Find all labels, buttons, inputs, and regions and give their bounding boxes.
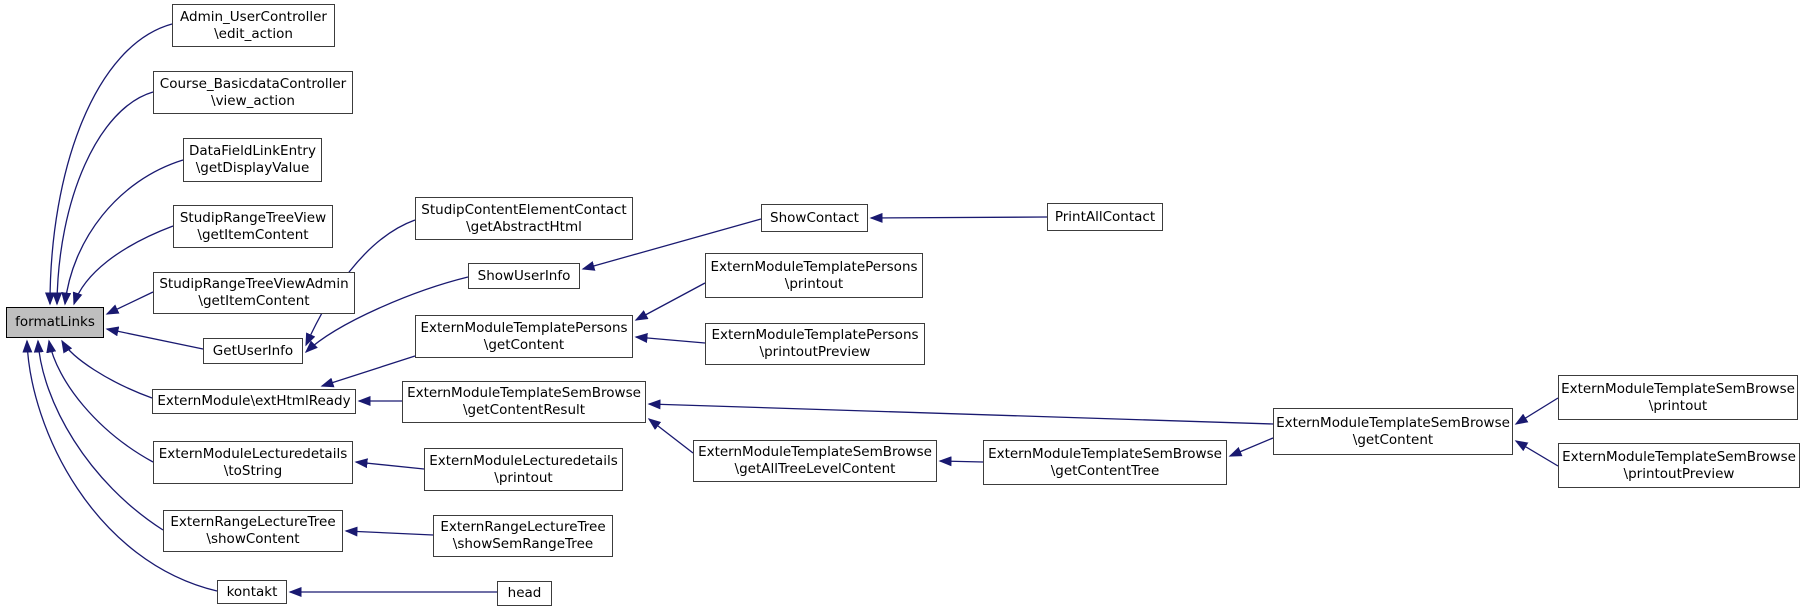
node-label: \getContentResult <box>462 402 586 418</box>
edge-getuserinfo-to-formatlinks <box>105 326 204 350</box>
node-sembrowse-getcontent[interactable]: ExternModuleTemplateSemBrowse\getContent <box>1273 408 1513 455</box>
node-label: \showContent <box>206 531 300 547</box>
node-label: ExternModuleTemplateSemBrowse <box>407 385 641 401</box>
edge-rangetreeviewadmin-getitemcontent-to-formatlinks <box>105 291 154 315</box>
edge-rangelecturetree-showcontent-to-formatlinks <box>33 339 164 531</box>
edge-sembrowse-getcontent-to-sembrowse-getcontentresult <box>647 399 1274 425</box>
node-label: ShowContact <box>770 209 859 226</box>
node-label: ShowUserInfo <box>477 267 571 284</box>
node-label: ExternModuleTemplateSemBrowse <box>988 445 1222 462</box>
node-label: \printout <box>784 275 844 292</box>
node-label: \getItemContent <box>198 293 310 309</box>
node-label: ExternRangeLectureTree <box>440 519 606 535</box>
node-persons-printout[interactable]: ExternModuleTemplatePersons\printout <box>705 253 923 298</box>
node-rangetreeview-getitemcontent[interactable]: StudipRangeTreeView\getItemContent <box>173 205 333 248</box>
node-getuserinfo[interactable]: GetUserInfo <box>203 338 303 364</box>
node-label: \toString <box>223 462 283 479</box>
node-label: \getItemContent <box>197 226 309 243</box>
node-label: \getAllTreeLevelContent <box>734 461 896 477</box>
node-label: \printout <box>1648 397 1708 414</box>
node-label: StudipContentElementContact <box>421 201 627 218</box>
node-label: ExternModule\extHtmlReady <box>157 393 351 409</box>
edge-sembrowse-getalltreelevelcontent-to-sembrowse-getcontentresult <box>647 418 694 454</box>
node-label: PrintAllContact <box>1054 208 1156 225</box>
node-kontakt[interactable]: kontakt <box>217 580 287 604</box>
node-sembrowse-printout[interactable]: ExternModuleTemplateSemBrowse\printout <box>1558 375 1798 420</box>
node-label: formatLinks <box>15 314 95 330</box>
node-label: ExternModuleLecturedetails <box>158 445 348 462</box>
node-label: \getAbstractHtml <box>466 218 582 235</box>
node-label: Course_BasicdataController <box>159 75 347 92</box>
node-persons-printoutpreview[interactable]: ExternModuleTemplatePersons\printoutPrev… <box>705 323 925 365</box>
node-formatlinks[interactable]: formatLinks <box>6 307 104 338</box>
edge-sembrowse-printout-to-sembrowse-getcontent <box>1514 397 1559 425</box>
node-rangetreeviewadmin-getitemcontent[interactable]: StudipRangeTreeViewAdmin\getItemContent <box>153 272 355 314</box>
node-head[interactable]: head <box>497 581 552 606</box>
node-label: \printoutPreview <box>759 344 871 360</box>
node-label: ExternModuleTemplatePersons <box>711 327 919 343</box>
edge-lecturedetails-tostring-to-formatlinks <box>46 339 154 463</box>
node-label: \edit_action <box>214 25 293 42</box>
edge-persons-printout-to-persons-getcontent <box>634 282 706 321</box>
node-label: GetUserInfo <box>212 342 294 359</box>
node-printallcontact[interactable]: PrintAllContact <box>1047 203 1163 231</box>
node-label: DataFieldLinkEntry <box>189 143 316 159</box>
node-label: ExternModuleTemplateSemBrowse <box>1562 448 1796 465</box>
edge-sembrowse-getcontent-to-sembrowse-getcontenttree <box>1228 437 1274 457</box>
node-rangelecturetree-showcontent[interactable]: ExternRangeLectureTree\showContent <box>163 510 343 552</box>
node-showuserinfo[interactable]: ShowUserInfo <box>468 263 580 289</box>
node-label: ExternModuleLecturedetails <box>429 452 618 469</box>
node-label: \printout <box>494 469 553 486</box>
node-label: \showSemRangeTree <box>452 536 594 552</box>
node-label: ExternModuleTemplateSemBrowse <box>1276 414 1510 431</box>
node-sembrowse-printoutpreview[interactable]: ExternModuleTemplateSemBrowse\printoutPr… <box>1558 443 1800 488</box>
node-rangelecturetree-showsemrangetree[interactable]: ExternRangeLectureTree\showSemRangeTree <box>433 515 613 557</box>
node-lecturedetails-printout[interactable]: ExternModuleLecturedetails\printout <box>424 448 623 491</box>
node-lecturedetails-tostring[interactable]: ExternModuleLecturedetails\toString <box>153 441 353 484</box>
node-contact-getabstracthtml[interactable]: StudipContentElementContact\getAbstractH… <box>415 197 633 240</box>
node-label: \getContent <box>1352 431 1434 448</box>
edge-sembrowse-printoutpreview-to-sembrowse-getcontent <box>1514 440 1559 467</box>
node-extmodule-exthtmlready[interactable]: ExternModule\extHtmlReady <box>152 389 356 414</box>
edge-sembrowse-getcontenttree-to-sembrowse-getalltreelevelcontent <box>938 456 984 467</box>
edge-course-view-action-to-formatlinks <box>52 91 154 306</box>
node-label: \view_action <box>211 92 295 109</box>
node-label: StudipRangeTreeViewAdmin <box>159 276 349 292</box>
edge-rangelecturetree-showsemrangetree-to-rangelecturetree-showcontent <box>344 526 434 537</box>
node-showcontact[interactable]: ShowContact <box>761 204 868 232</box>
node-label: \getDisplayValue <box>195 160 310 176</box>
node-label: ExternModuleTemplateSemBrowse <box>1561 380 1795 397</box>
node-persons-getcontent[interactable]: ExternModuleTemplatePersons\getContent <box>415 315 633 358</box>
node-label: \printoutPreview <box>1623 465 1735 482</box>
node-sembrowse-getalltreelevelcontent[interactable]: ExternModuleTemplateSemBrowse\getAllTree… <box>693 440 937 482</box>
node-label: kontakt <box>226 583 278 600</box>
node-sembrowse-getcontentresult[interactable]: ExternModuleTemplateSemBrowse\getContent… <box>402 381 646 423</box>
node-label: \getContentTree <box>1050 462 1160 479</box>
edge-extmodule-exthtmlready-to-formatlinks <box>61 339 153 399</box>
node-label: ExternModuleTemplateSemBrowse <box>698 444 932 460</box>
node-sembrowse-getcontenttree[interactable]: ExternModuleTemplateSemBrowse\getContent… <box>983 440 1227 485</box>
edge-printallcontact-to-showcontact <box>869 212 1048 223</box>
node-label: ExternModuleTemplatePersons <box>710 258 918 275</box>
node-datafield-getdisplayvalue[interactable]: DataFieldLinkEntry\getDisplayValue <box>183 138 322 182</box>
edge-persons-printoutpreview-to-persons-getcontent <box>634 333 706 344</box>
node-admin-edit-action[interactable]: Admin_UserController\edit_action <box>172 4 335 47</box>
edge-admin-edit-action-to-formatlinks <box>45 23 173 306</box>
node-label: ExternRangeLectureTree <box>170 514 336 530</box>
edge-lecturedetails-printout-to-lecturedetails-tostring <box>354 458 425 470</box>
node-label: head <box>507 585 542 601</box>
node-course-view-action[interactable]: Course_BasicdataController\view_action <box>153 71 353 114</box>
node-label: ExternModuleTemplatePersons <box>420 319 628 336</box>
node-label: Admin_UserController <box>180 8 327 25</box>
node-label: StudipRangeTreeView <box>179 209 327 226</box>
node-label: \getContent <box>483 336 565 353</box>
